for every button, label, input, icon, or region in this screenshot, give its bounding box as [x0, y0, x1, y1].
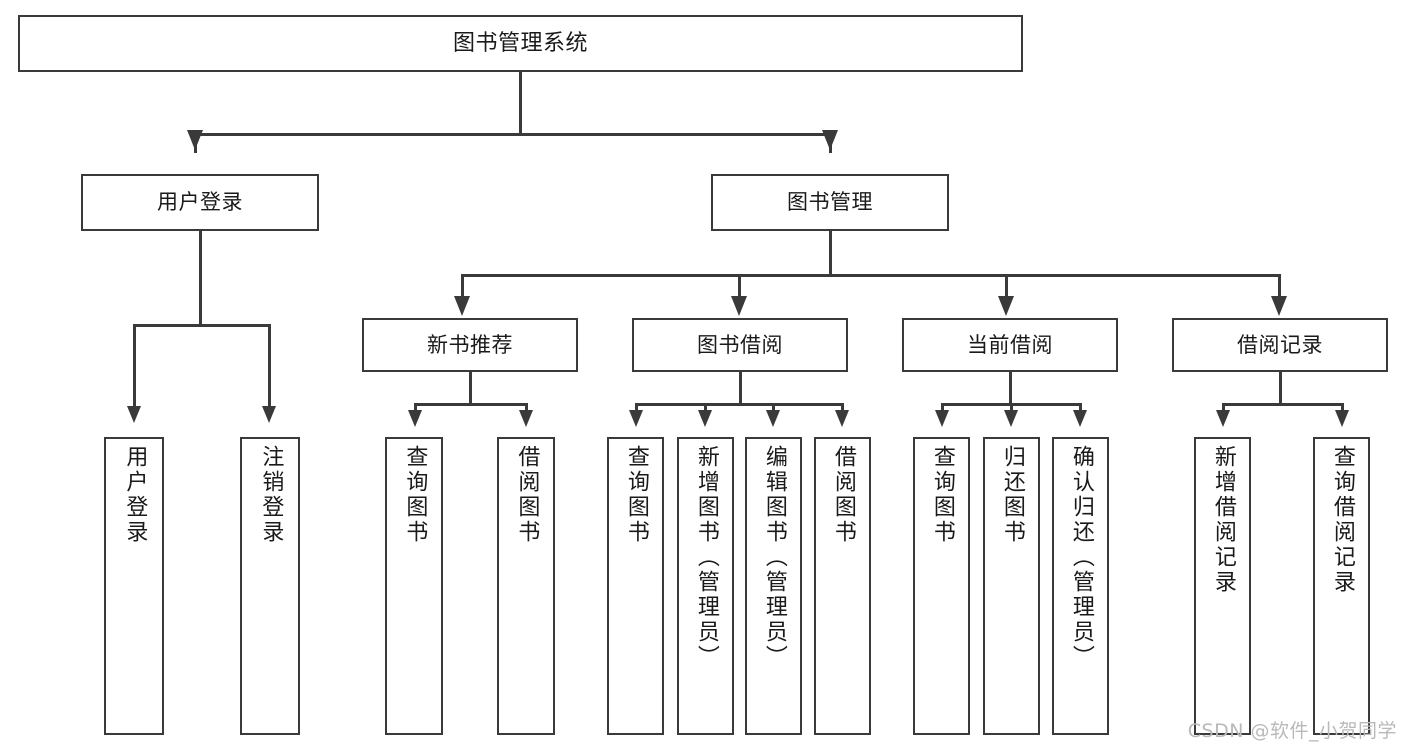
- arrow-borrow-record-leaf-0: [1216, 410, 1230, 427]
- arrow-to-borrow-record: [1271, 296, 1287, 316]
- leaf-label: 查询图书: [623, 445, 649, 545]
- connector-root-bus: [194, 133, 832, 136]
- connector-borrow-record-stem: [1279, 372, 1282, 405]
- connector-new-book-stem: [469, 372, 472, 405]
- leaf-book-borrow-1[interactable]: 新增图书（管理员）: [677, 437, 734, 735]
- node-new-book-recommend[interactable]: 新书推荐: [362, 318, 578, 372]
- connector-book-borrow-bus: [635, 403, 843, 406]
- leaf-label: 查询图书: [402, 445, 428, 545]
- leaf-label: 归还图书: [999, 445, 1025, 545]
- arrow-to-current-borrow: [998, 296, 1014, 316]
- connector-book-management-drop-1: [738, 274, 741, 300]
- node-root-book-management-system[interactable]: 图书管理系统: [18, 15, 1023, 72]
- connector-book-borrow-drop-3: [841, 403, 844, 413]
- connector-borrow-record-drop-1: [1341, 403, 1344, 413]
- connector-borrow-record-drop-0: [1222, 403, 1225, 413]
- node-label: 借阅记录: [1237, 332, 1323, 357]
- connector-user-login-bus: [133, 324, 268, 327]
- connector-book-borrow-drop-1: [704, 403, 707, 413]
- node-label: 图书管理系统: [452, 30, 588, 56]
- arrow-current-borrow-leaf-1: [1004, 410, 1018, 427]
- arrow-new-book-leaf-0: [408, 410, 422, 427]
- connector-current-borrow-drop-2: [1079, 403, 1082, 413]
- connector-book-management-drop-3: [1278, 274, 1281, 300]
- leaf-label: 新增借阅记录: [1210, 445, 1236, 595]
- arrow-new-book-leaf-1: [519, 410, 533, 427]
- leaf-book-borrow-0[interactable]: 查询图书: [607, 437, 664, 735]
- connector-book-management-stem: [829, 231, 832, 276]
- connector-current-borrow-drop-1: [1010, 403, 1013, 413]
- arrow-current-borrow-leaf-0: [935, 410, 949, 427]
- leaf-label: 用户登录: [122, 445, 148, 545]
- arrow-book-borrow-leaf-2: [766, 410, 780, 427]
- arrow-borrow-record-leaf-1: [1335, 410, 1349, 427]
- leaf-label: 借阅图书: [514, 445, 540, 545]
- connector-book-borrow-drop-2: [772, 403, 775, 413]
- node-book-borrow[interactable]: 图书借阅: [632, 318, 848, 372]
- leaf-user-login-1[interactable]: 注销登录: [240, 437, 300, 735]
- node-user-login[interactable]: 用户登录: [81, 174, 319, 231]
- leaf-label: 注销登录: [258, 445, 284, 545]
- node-book-management[interactable]: 图书管理: [711, 174, 949, 231]
- connector-user-login-drop-0: [133, 324, 136, 409]
- arrow-user-login-leaf-0: [127, 406, 141, 423]
- connector-book-management-bus: [461, 274, 1278, 277]
- arrow-to-new-book-recommend: [454, 296, 470, 316]
- connector-book-management-drop-2: [1005, 274, 1008, 300]
- leaf-label: 查询图书: [929, 445, 955, 545]
- arrow-book-borrow-leaf-3: [835, 410, 849, 427]
- leaf-label: 查询借阅记录: [1329, 445, 1355, 595]
- node-label: 用户登录: [157, 190, 243, 215]
- connector-book-borrow-stem: [739, 372, 742, 405]
- node-label: 当前借阅: [967, 332, 1053, 357]
- arrow-to-user-login: [187, 130, 203, 150]
- arrow-to-book-borrow: [731, 296, 747, 316]
- node-label: 图书管理: [787, 190, 873, 215]
- connector-current-borrow-stem: [1009, 372, 1012, 405]
- connector-root-stem: [519, 72, 522, 134]
- leaf-label: 编辑图书（管理员）: [761, 445, 787, 670]
- leaf-label: 新增图书（管理员）: [693, 445, 719, 670]
- leaf-new-book-1[interactable]: 借阅图书: [497, 437, 555, 735]
- connector-new-book-bus: [414, 403, 525, 406]
- leaf-borrow-record-1[interactable]: 查询借阅记录: [1313, 437, 1370, 735]
- leaf-borrow-record-0[interactable]: 新增借阅记录: [1194, 437, 1251, 735]
- connector-book-borrow-drop-0: [635, 403, 638, 413]
- arrow-to-book-management: [822, 130, 838, 150]
- leaf-label: 确认归还（管理员）: [1068, 445, 1094, 670]
- node-current-borrow[interactable]: 当前借阅: [902, 318, 1118, 372]
- leaf-current-borrow-0[interactable]: 查询图书: [913, 437, 970, 735]
- leaf-current-borrow-2[interactable]: 确认归还（管理员）: [1052, 437, 1109, 735]
- connector-book-management-drop-0: [461, 274, 464, 300]
- node-borrow-record[interactable]: 借阅记录: [1172, 318, 1388, 372]
- leaf-label: 借阅图书: [830, 445, 856, 545]
- arrow-user-login-leaf-1: [262, 406, 276, 423]
- arrow-book-borrow-leaf-1: [698, 410, 712, 427]
- connector-new-book-drop-0: [414, 403, 417, 413]
- connector-current-borrow-drop-0: [941, 403, 944, 413]
- watermark-text: CSDN @软件_小贺同学: [1187, 720, 1397, 742]
- leaf-book-borrow-2[interactable]: 编辑图书（管理员）: [745, 437, 802, 735]
- connector-user-login-drop-1: [268, 324, 271, 409]
- leaf-book-borrow-3[interactable]: 借阅图书: [814, 437, 871, 735]
- leaf-new-book-0[interactable]: 查询图书: [385, 437, 443, 735]
- connector-new-book-drop-1: [525, 403, 528, 413]
- connector-borrow-record-bus: [1222, 403, 1341, 406]
- node-label: 图书借阅: [697, 332, 783, 357]
- leaf-current-borrow-1[interactable]: 归还图书: [983, 437, 1040, 735]
- node-label: 新书推荐: [427, 332, 513, 357]
- arrow-book-borrow-leaf-0: [629, 410, 643, 427]
- connector-user-login-stem: [199, 231, 202, 326]
- leaf-user-login-0[interactable]: 用户登录: [104, 437, 164, 735]
- arrow-current-borrow-leaf-2: [1073, 410, 1087, 427]
